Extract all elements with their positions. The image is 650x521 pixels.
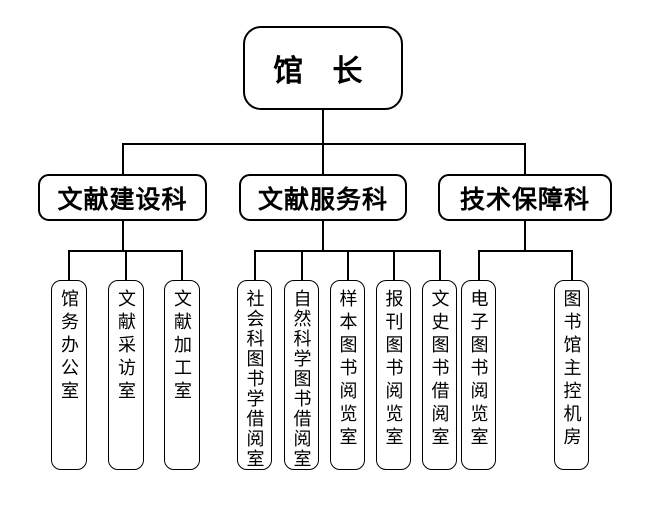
connector-section2-stem	[322, 221, 324, 251]
node-leaf-natural-science-reading: 自然科学图书借阅室	[284, 280, 319, 470]
connector-section3-stem	[524, 221, 526, 251]
connector-leaf-drop	[254, 250, 256, 280]
connector-group3-rail	[478, 250, 572, 252]
leaf-label: 图书馆主控机房	[561, 289, 582, 450]
node-leaf-ebook-reading: 电子图书阅览室	[461, 280, 496, 470]
section-label: 文献建设科	[57, 185, 188, 214]
node-leaf-main-control-room: 图书馆主控机房	[554, 280, 589, 470]
leaf-label: 样本图书阅览室	[337, 289, 358, 450]
leaf-label: 社会科图书学借阅室	[244, 289, 265, 469]
node-leaf-document-acquisition: 文献采访室	[108, 280, 144, 470]
connector-leaf-drop	[478, 250, 480, 280]
node-leaf-periodicals-reading: 报刊图书阅览室	[376, 280, 411, 470]
node-leaf-social-science-reading: 社会科图书学借阅室	[237, 280, 272, 470]
node-leaf-sample-books-reading: 样本图书阅览室	[330, 280, 365, 470]
connector-leaf-drop	[301, 250, 303, 280]
connector-leaf-drop	[181, 250, 183, 280]
node-leaf-document-processing: 文献加工室	[164, 280, 200, 470]
node-director-label: 馆 长	[273, 55, 373, 88]
connector-section1-drop	[122, 143, 124, 174]
section-label: 技术保障科	[459, 185, 590, 214]
node-leaf-literature-history-reading: 文史图书借阅室	[422, 280, 457, 470]
connector-leaf-drop	[347, 250, 349, 280]
connector-leaf-drop	[125, 250, 127, 280]
connector-leaf-drop	[571, 250, 573, 280]
leaf-label: 报刊图书阅览室	[383, 289, 404, 450]
connector-leaf-drop	[393, 250, 395, 280]
connector-leaf-drop	[68, 250, 70, 280]
node-director: 馆 长	[243, 26, 403, 110]
leaf-label: 馆务办公室	[59, 289, 79, 404]
leaf-label: 自然科学图书借阅室	[291, 289, 312, 469]
connector-section1-stem	[122, 221, 124, 251]
connector-leaf-drop	[439, 250, 441, 280]
node-section-technical-support: 技术保障科	[438, 174, 612, 221]
connector-root-drop	[322, 110, 324, 174]
leaf-label: 文献加工室	[172, 289, 192, 404]
connector-section3-drop	[524, 143, 526, 174]
leaf-label: 电子图书阅览室	[468, 289, 489, 450]
section-label: 文献服务科	[257, 185, 388, 214]
node-section-document-construction: 文献建设科	[38, 174, 207, 221]
node-section-document-service: 文献服务科	[239, 174, 407, 221]
node-leaf-library-office: 馆务办公室	[51, 280, 87, 470]
leaf-label: 文史图书借阅室	[429, 289, 450, 450]
connector-level1-rail	[122, 143, 526, 145]
leaf-label: 文献采访室	[116, 289, 136, 404]
